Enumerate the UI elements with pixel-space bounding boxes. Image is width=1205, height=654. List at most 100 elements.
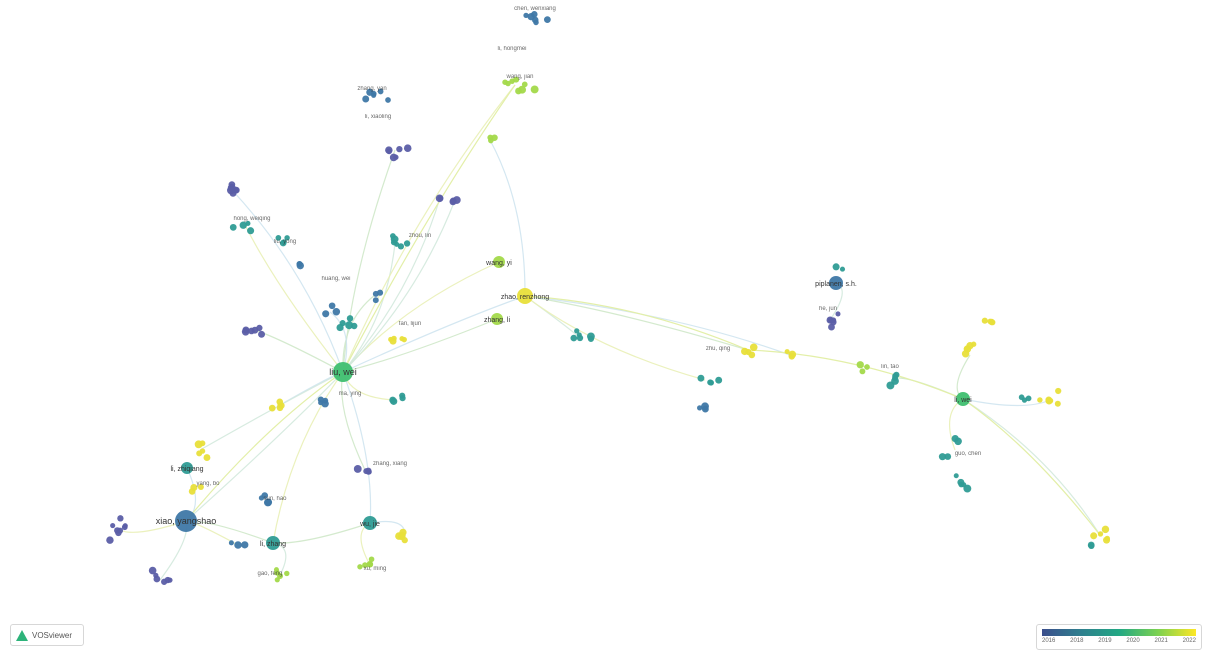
author-node[interactable] bbox=[117, 515, 124, 522]
author-node[interactable] bbox=[533, 19, 539, 26]
author-node-zhao-renzhong[interactable] bbox=[517, 288, 533, 304]
author-node[interactable] bbox=[401, 537, 408, 544]
author-node[interactable] bbox=[199, 440, 206, 447]
author-node[interactable] bbox=[247, 227, 255, 235]
author-node[interactable] bbox=[856, 361, 864, 369]
author-node[interactable] bbox=[1097, 531, 1104, 537]
author-node[interactable] bbox=[368, 556, 375, 563]
author-node[interactable] bbox=[1018, 394, 1025, 401]
author-node[interactable] bbox=[574, 328, 580, 334]
author-node[interactable] bbox=[988, 318, 995, 326]
author-node[interactable] bbox=[188, 487, 196, 495]
author-node[interactable] bbox=[362, 562, 368, 568]
author-node[interactable] bbox=[346, 315, 354, 322]
author-node[interactable] bbox=[1054, 400, 1061, 407]
author-node[interactable] bbox=[403, 240, 411, 247]
author-node[interactable] bbox=[521, 81, 528, 88]
author-node[interactable] bbox=[229, 223, 237, 231]
author-node[interactable] bbox=[386, 148, 393, 155]
author-node[interactable] bbox=[543, 16, 551, 24]
author-node[interactable] bbox=[938, 453, 947, 461]
author-node-wang-yi[interactable] bbox=[493, 256, 505, 268]
author-node[interactable] bbox=[248, 327, 255, 335]
author-node[interactable] bbox=[708, 379, 714, 386]
author-node[interactable] bbox=[748, 351, 756, 359]
author-node[interactable] bbox=[570, 334, 578, 342]
author-node[interactable] bbox=[234, 541, 242, 549]
author-node[interactable] bbox=[697, 374, 705, 382]
author-node[interactable] bbox=[241, 327, 250, 336]
author-node-wu-jie[interactable] bbox=[363, 516, 377, 530]
author-node[interactable] bbox=[153, 572, 159, 578]
author-node[interactable] bbox=[365, 469, 372, 475]
author-node[interactable] bbox=[505, 80, 511, 87]
author-node[interactable] bbox=[859, 368, 866, 375]
author-node[interactable] bbox=[268, 404, 276, 412]
author-node[interactable] bbox=[389, 337, 397, 345]
author-node-xiao-yangshao[interactable] bbox=[175, 510, 197, 532]
author-node[interactable] bbox=[981, 317, 988, 324]
author-node[interactable] bbox=[488, 137, 494, 144]
author-node[interactable] bbox=[372, 290, 379, 297]
author-node[interactable] bbox=[1101, 525, 1110, 534]
author-node[interactable] bbox=[953, 473, 959, 479]
author-node[interactable] bbox=[1103, 536, 1111, 544]
author-node[interactable] bbox=[362, 95, 370, 103]
author-node[interactable] bbox=[1055, 387, 1062, 395]
author-node[interactable] bbox=[296, 261, 304, 270]
author-node[interactable] bbox=[749, 343, 758, 352]
author-node[interactable] bbox=[332, 307, 341, 316]
author-node[interactable] bbox=[258, 495, 265, 501]
author-node[interactable] bbox=[1045, 396, 1053, 404]
author-node[interactable] bbox=[357, 564, 363, 570]
author-node[interactable] bbox=[167, 577, 173, 583]
author-node[interactable] bbox=[963, 346, 969, 352]
author-node[interactable] bbox=[715, 376, 723, 384]
author-node[interactable] bbox=[239, 221, 247, 229]
author-node[interactable] bbox=[399, 336, 405, 342]
author-node[interactable] bbox=[258, 330, 266, 338]
author-node[interactable] bbox=[245, 220, 251, 226]
author-node[interactable] bbox=[371, 92, 377, 98]
author-node[interactable] bbox=[892, 372, 899, 379]
author-node[interactable] bbox=[864, 364, 870, 370]
author-node[interactable] bbox=[961, 350, 970, 358]
author-node[interactable] bbox=[515, 87, 522, 95]
author-node[interactable] bbox=[399, 395, 406, 402]
author-node[interactable] bbox=[1090, 532, 1098, 540]
author-node[interactable] bbox=[273, 567, 279, 573]
author-node[interactable] bbox=[161, 578, 168, 585]
author-node[interactable] bbox=[228, 540, 234, 546]
author-node[interactable] bbox=[951, 434, 959, 443]
author-node[interactable] bbox=[263, 498, 272, 507]
author-node-zhang-li[interactable] bbox=[491, 313, 503, 325]
author-node[interactable] bbox=[835, 311, 841, 317]
author-node[interactable] bbox=[279, 239, 287, 247]
author-node[interactable] bbox=[701, 405, 709, 413]
author-node[interactable] bbox=[437, 195, 444, 201]
author-node[interactable] bbox=[389, 396, 397, 404]
author-node[interactable] bbox=[513, 76, 520, 83]
author-node[interactable] bbox=[403, 144, 412, 152]
author-node[interactable] bbox=[839, 266, 846, 272]
node-layer[interactable] bbox=[106, 11, 1111, 585]
author-node[interactable] bbox=[106, 536, 114, 544]
author-node[interactable] bbox=[322, 397, 329, 404]
author-node[interactable] bbox=[256, 324, 263, 332]
author-node[interactable] bbox=[203, 454, 211, 462]
author-node[interactable] bbox=[741, 347, 749, 356]
author-node-li-wei[interactable] bbox=[956, 392, 970, 406]
author-node[interactable] bbox=[397, 243, 405, 250]
author-node[interactable] bbox=[241, 541, 249, 549]
author-node[interactable] bbox=[377, 88, 384, 95]
author-node[interactable] bbox=[284, 235, 290, 241]
author-node[interactable] bbox=[530, 85, 539, 94]
author-node[interactable] bbox=[784, 349, 790, 355]
author-node[interactable] bbox=[197, 483, 204, 490]
author-node[interactable] bbox=[830, 318, 837, 326]
author-node[interactable] bbox=[148, 566, 157, 575]
author-node[interactable] bbox=[971, 341, 977, 347]
author-node[interactable] bbox=[1088, 542, 1095, 550]
author-node[interactable] bbox=[389, 233, 396, 239]
author-node-li-zhiqiang[interactable] bbox=[181, 462, 193, 474]
